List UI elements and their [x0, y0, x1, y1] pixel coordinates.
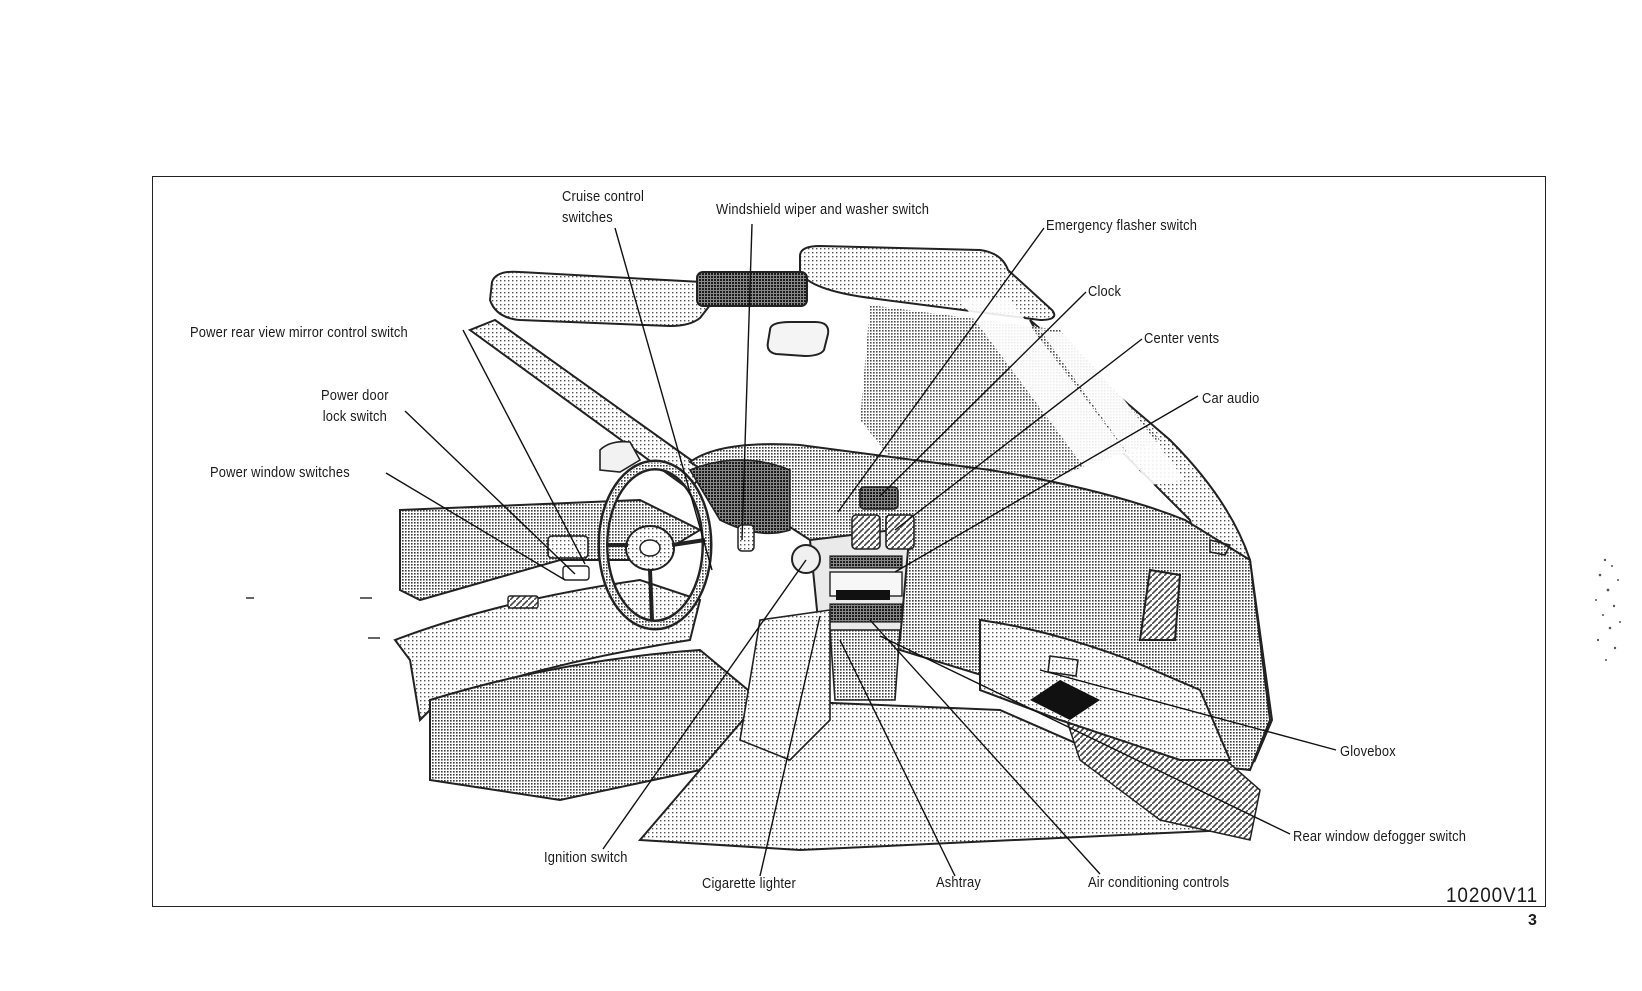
leader-ignition	[602, 559, 807, 850]
leader-ashtray	[839, 639, 956, 877]
steering-wheel	[597, 440, 791, 631]
leader-flasher	[837, 227, 1045, 513]
label-windshield-wiper-switch: Windshield wiper and washer switch	[716, 201, 930, 218]
label-center-vents: Center vents	[1144, 330, 1220, 347]
scan-speckle	[1595, 558, 1621, 661]
label-power-mirror-switch: Power rear view mirror control switch	[190, 324, 408, 341]
leader-wiper	[741, 223, 753, 541]
label-car-audio: Car audio	[1202, 390, 1260, 407]
leader-lighter	[759, 615, 821, 877]
diagram-frame	[152, 176, 1546, 907]
leader-mirror	[462, 329, 586, 565]
label-clock: Clock	[1088, 283, 1122, 300]
label-power-door-lock-switch: Power door lock switch	[321, 387, 389, 425]
label-power-window-switches: Power window switches	[210, 464, 350, 481]
label-ignition-switch: Ignition switch	[544, 849, 628, 866]
label-air-conditioning-controls: Air conditioning controls	[1088, 874, 1230, 891]
leader-doorlock	[404, 410, 576, 575]
leader-defogger	[879, 635, 1291, 835]
label-cigarette-lighter: Cigarette lighter	[702, 875, 796, 892]
leader-window	[385, 472, 566, 581]
label-ashtray: Ashtray	[936, 874, 981, 891]
leader-audio	[894, 395, 1199, 573]
leader-glovebox	[1039, 669, 1337, 751]
leader-vents	[894, 338, 1143, 531]
label-rear-window-defogger-switch: Rear window defogger switch	[1293, 828, 1467, 845]
figure-code: 10200V11	[1446, 884, 1538, 907]
leader-lines	[385, 223, 1337, 877]
label-cruise-control-switches: Cruise control switches	[562, 188, 644, 226]
label-glovebox: Glovebox	[1340, 743, 1396, 760]
label-emergency-flasher-switch: Emergency flasher switch	[1046, 217, 1198, 234]
leader-cruise	[614, 227, 713, 571]
center-console	[739, 486, 915, 761]
page-number: 3	[1528, 912, 1537, 929]
windshield	[467, 300, 1274, 764]
leader-aircon	[869, 619, 1101, 875]
door-panel-switches	[246, 535, 1232, 677]
leader-clock	[879, 291, 1087, 497]
